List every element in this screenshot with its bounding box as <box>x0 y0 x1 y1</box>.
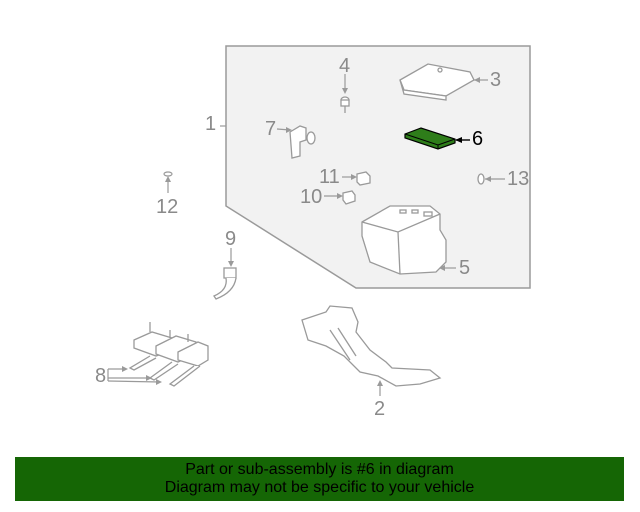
callout-1[interactable]: 1 <box>205 113 217 135</box>
callout-4[interactable]: 4 <box>339 55 351 77</box>
info-banner: Part or sub-assembly is #6 in diagram Di… <box>15 457 624 501</box>
callout-3[interactable]: 3 <box>490 69 502 91</box>
callout-7[interactable]: 7 <box>265 118 277 140</box>
part-9-connector[interactable] <box>213 267 237 300</box>
callout-2[interactable]: 2 <box>374 398 386 420</box>
part-10-relay[interactable] <box>342 190 356 205</box>
callout-8[interactable]: 8 <box>95 365 107 387</box>
callout-10[interactable]: 10 <box>300 186 323 208</box>
part-4-clip[interactable] <box>340 96 350 113</box>
part-12-grommet[interactable] <box>163 171 173 177</box>
part-3-cover[interactable] <box>399 63 475 101</box>
banner-line-disclaimer: Diagram may not be specific to your vehi… <box>164 479 475 496</box>
callout-5[interactable]: 5 <box>459 257 471 279</box>
part-5-junction-box[interactable] <box>361 205 447 275</box>
assembly-outline <box>225 45 531 289</box>
part-7-bracket[interactable] <box>289 125 316 159</box>
part-2-bracket[interactable] <box>301 305 442 387</box>
callout-6[interactable]: 6 <box>472 128 484 150</box>
callout-11[interactable]: 11 <box>319 166 340 188</box>
part-8-fuse-blocks[interactable] <box>128 322 209 387</box>
part-6-highlighted[interactable] <box>404 127 456 150</box>
part-11-relay[interactable] <box>356 171 371 186</box>
callout-9[interactable]: 9 <box>225 228 237 250</box>
banner-line-part: Part or sub-assembly is #6 in diagram <box>185 461 454 478</box>
callout-12[interactable]: 12 <box>156 196 179 218</box>
callout-13[interactable]: 13 <box>507 168 530 190</box>
part-13-grommet[interactable] <box>477 173 485 185</box>
